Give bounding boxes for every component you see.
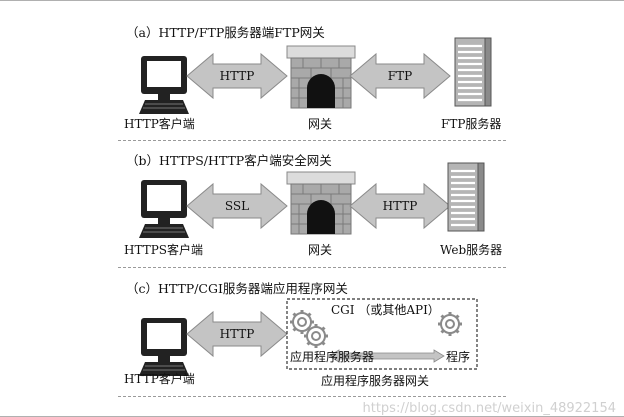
monitor-icon bbox=[138, 55, 190, 115]
gateway-label: 网关 bbox=[308, 243, 333, 257]
gear-icon bbox=[436, 310, 464, 338]
client-label: HTTP客户端 bbox=[124, 117, 195, 131]
caption-c: （c）HTTP/CGI服务器端应用程序网关 bbox=[126, 281, 348, 296]
app-server-label: 应用程序服务器 bbox=[290, 350, 375, 364]
box-title: CGI （或其他API） bbox=[331, 303, 440, 317]
program-label: 程序 bbox=[446, 350, 471, 364]
arrow-label-ftp: FTP bbox=[387, 69, 413, 83]
server-label: Web服务器 bbox=[440, 243, 503, 257]
arrow-label-ssl: SSL bbox=[224, 199, 250, 213]
server-tower-icon bbox=[446, 161, 486, 233]
arrow-label-http: HTTP bbox=[382, 199, 418, 213]
small-double-arrow bbox=[328, 349, 445, 363]
caption-a: （a）HTTP/FTP服务器端FTP网关 bbox=[126, 25, 325, 40]
watermark: https://blog.csdn.net/weixin_48922154 bbox=[362, 401, 616, 416]
separator bbox=[118, 140, 506, 141]
client-label: HTTP客户端 bbox=[124, 372, 195, 386]
gateway-arch-icon bbox=[286, 171, 356, 235]
arrow-label-http: HTTP bbox=[219, 69, 255, 83]
separator bbox=[118, 396, 506, 397]
gear-icon bbox=[302, 322, 330, 350]
monitor-icon bbox=[138, 317, 190, 377]
arrow-label-http: HTTP bbox=[219, 327, 255, 341]
caption-b: （b）HTTPS/HTTP客户端安全网关 bbox=[126, 153, 332, 168]
gateway-arch-icon bbox=[286, 45, 356, 109]
server-tower-icon bbox=[453, 36, 493, 108]
client-label: HTTPS客户端 bbox=[124, 243, 203, 257]
separator bbox=[118, 267, 506, 268]
app-server-gateway-box bbox=[286, 298, 478, 370]
gateway-label: 网关 bbox=[308, 117, 333, 131]
gateway-box-label: 应用程序服务器网关 bbox=[321, 374, 430, 388]
server-label: FTP服务器 bbox=[441, 117, 502, 131]
monitor-icon bbox=[138, 179, 190, 239]
